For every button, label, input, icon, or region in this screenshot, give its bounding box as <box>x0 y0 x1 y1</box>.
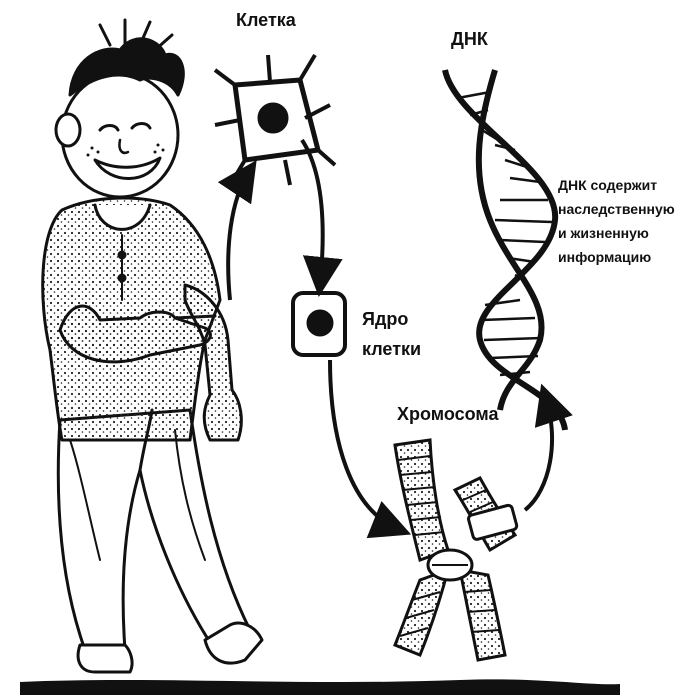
cell-illustration <box>215 55 335 185</box>
chromosome-label: Хромосома <box>397 404 499 424</box>
arrow-nucleus-to-chromosome <box>330 360 400 530</box>
nucleus-illustration <box>293 293 345 355</box>
cell-label: Клетка <box>236 10 297 30</box>
arrow-chromosome-to-dna <box>525 395 552 510</box>
dna-note-line: наследственную <box>558 201 675 217</box>
ground-shadow <box>20 679 620 695</box>
boy-trousers <box>58 410 250 650</box>
dna-helix <box>445 70 565 430</box>
dna-note-line: информацию <box>558 249 651 265</box>
cell-nucleus <box>259 104 287 132</box>
dna-note-line: ДНК содержит <box>558 177 657 193</box>
boy-left-shoe <box>78 645 132 672</box>
dna-label: ДНК <box>451 29 489 49</box>
flow-arrows <box>228 140 552 530</box>
nucleus-label-line2: клетки <box>362 339 421 359</box>
arrow-cell-to-nucleus <box>302 140 323 285</box>
arrow-hand-to-cell <box>228 170 250 300</box>
boy-illustration <box>43 20 262 672</box>
nucleus-label-line1: Ядро <box>362 309 408 329</box>
dna-note: ДНК содержит наследственную и жизненную … <box>558 177 675 265</box>
dna-note-line: и жизненную <box>558 225 649 241</box>
chromosome-illustration <box>395 440 518 660</box>
